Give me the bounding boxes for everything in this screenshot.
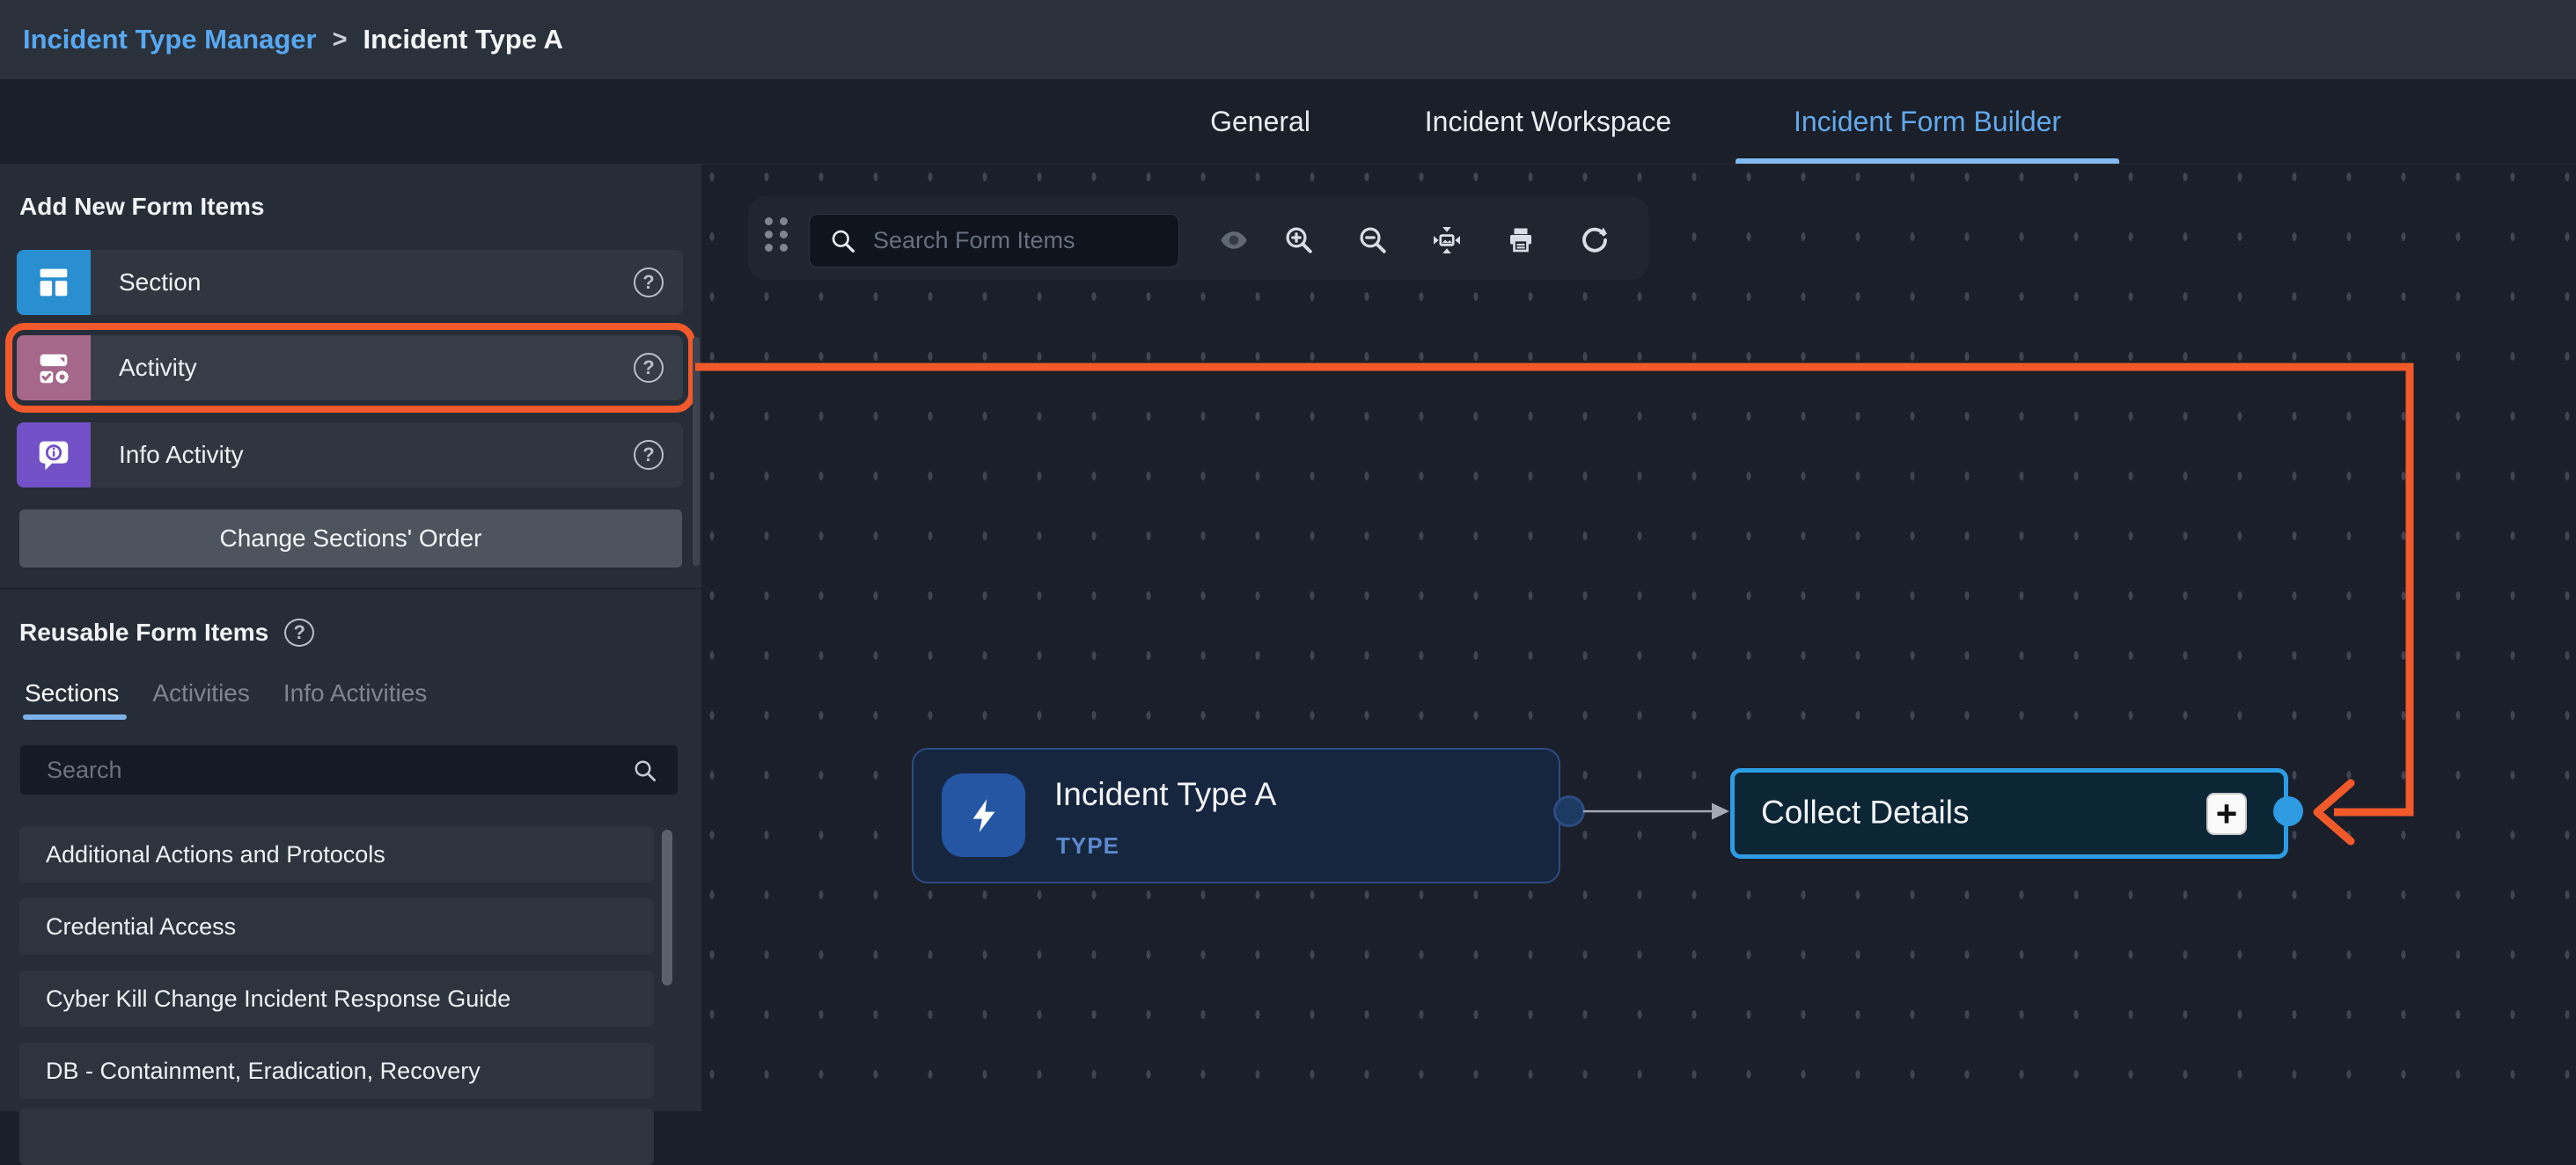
tab-info-activities[interactable]: Info Activities	[283, 679, 428, 707]
tab-activities[interactable]: Activities	[152, 679, 250, 707]
info-activity-icon	[17, 422, 91, 487]
change-sections-order-button[interactable]: Change Sections' Order	[19, 509, 682, 568]
drag-handle-icon[interactable]	[765, 217, 788, 260]
list-item[interactable]: Cyber Kill Change Incident Response Guid…	[19, 971, 654, 1027]
reusable-search	[19, 744, 679, 795]
top-bar: Incident Type Manager > Incident Type A	[0, 0, 2576, 79]
tab-incident-workspace[interactable]: Incident Workspace	[1401, 79, 1695, 164]
active-tab-underline	[1736, 158, 2119, 164]
print-icon[interactable]	[1505, 224, 1537, 256]
tab-general[interactable]: General	[1190, 79, 1331, 164]
reusable-tabs: Sections Activities Info Activities	[25, 679, 427, 707]
canvas-search	[809, 214, 1179, 267]
zoom-in-icon[interactable]	[1283, 224, 1315, 256]
info-activity-help-icon[interactable]: ?	[634, 440, 664, 470]
activity-button-label: Activity	[119, 354, 197, 381]
incident-type-node-badge: TYPE	[1056, 832, 1119, 859]
form-items-sidebar: Add New Form Items Section ? Activity	[0, 165, 701, 1165]
list-item-label: DB - Containment, Eradication, Recovery	[46, 1057, 481, 1084]
sidebar-divider	[0, 588, 701, 590]
search-icon	[632, 758, 658, 788]
refresh-icon[interactable]	[1579, 224, 1611, 256]
reusable-form-items-heading: Reusable Form Items	[19, 619, 269, 646]
section-button-label: Section	[119, 268, 202, 296]
add-section-button[interactable]: Section ?	[17, 250, 683, 315]
form-builder-canvas[interactable]: Incident Type A TYPE Collect Details +	[701, 165, 2576, 1111]
tab-incident-form-builder-label: Incident Form Builder	[1793, 105, 2062, 137]
list-item-label: Credential Access	[46, 912, 237, 940]
breadcrumb-current: Incident Type A	[363, 24, 563, 55]
breadcrumb: Incident Type Manager > Incident Type A	[23, 24, 563, 55]
breadcrumb-root-link[interactable]: Incident Type Manager	[23, 24, 317, 55]
incident-type-node[interactable]: Incident Type A TYPE	[912, 748, 1560, 883]
activity-icon	[17, 335, 91, 400]
list-item[interactable]: DB - Containment, Eradication, Recovery	[19, 1043, 654, 1099]
list-item-partial[interactable]	[19, 1109, 654, 1165]
canvas-search-input[interactable]	[810, 215, 1178, 267]
eye-icon[interactable]	[1218, 224, 1250, 256]
activity-help-icon[interactable]: ?	[634, 353, 664, 383]
add-info-activity-button[interactable]: Info Activity ?	[17, 422, 683, 487]
add-new-form-items-heading: Add New Form Items	[19, 193, 265, 220]
tab-sections[interactable]: Sections	[25, 679, 120, 707]
collect-details-node[interactable]: Collect Details +	[1730, 768, 2288, 859]
breadcrumb-separator: >	[332, 25, 348, 54]
type-node-output-port[interactable]	[1553, 795, 1585, 827]
tab-general-label: General	[1210, 105, 1310, 137]
fit-view-icon[interactable]	[1431, 224, 1463, 256]
section-icon	[17, 250, 91, 315]
reusable-help-icon[interactable]: ?	[284, 619, 315, 647]
node-connector-arrow	[1583, 802, 1729, 820]
add-activity-button[interactable]: Activity ?	[17, 335, 683, 400]
search-icon	[829, 227, 857, 260]
reusable-form-items-header: Reusable Form Items ?	[19, 619, 315, 647]
tab-incident-workspace-label: Incident Workspace	[1424, 105, 1672, 137]
list-item-label: Cyber Kill Change Incident Response Guid…	[46, 985, 511, 1012]
list-item-label: Additional Actions and Protocols	[46, 840, 385, 868]
sidebar-scrollbar[interactable]	[693, 337, 700, 566]
incident-type-node-title: Incident Type A	[1054, 776, 1277, 812]
reusable-search-input[interactable]	[20, 745, 678, 795]
sections-tab-underline	[23, 714, 127, 720]
tab-incident-form-builder[interactable]: Incident Form Builder	[1736, 79, 2119, 164]
list-scrollbar[interactable]	[662, 830, 672, 985]
collect-details-node-title: Collect Details	[1761, 793, 1970, 830]
list-item[interactable]: Credential Access	[19, 898, 654, 955]
add-step-button[interactable]: +	[2206, 792, 2247, 835]
list-item[interactable]: Additional Actions and Protocols	[19, 826, 654, 883]
zoom-out-icon[interactable]	[1357, 224, 1389, 256]
lightning-bolt-icon	[942, 773, 1025, 857]
section-help-icon[interactable]: ?	[634, 267, 664, 297]
info-activity-button-label: Info Activity	[119, 441, 244, 468]
main-tab-bar: General Incident Workspace Incident Form…	[0, 79, 2576, 165]
collect-details-connection-dot[interactable]	[2273, 796, 2303, 826]
